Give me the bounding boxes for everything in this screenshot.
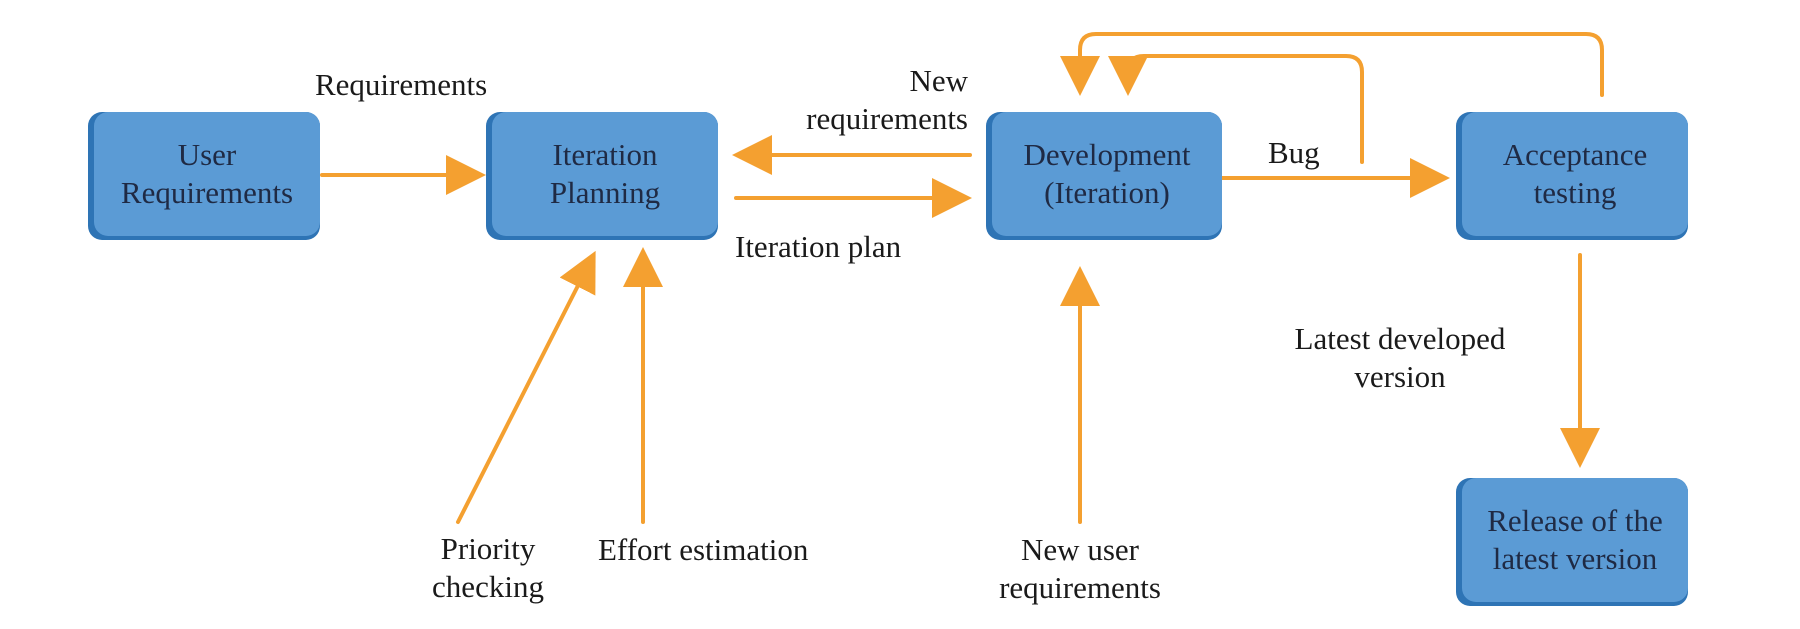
label-iteration-plan: Iteration plan — [735, 229, 902, 264]
node-iteration-planning: Iteration Planning — [492, 112, 718, 236]
node-user-requirements: User Requirements — [94, 112, 320, 236]
arrow-acceptance-loop-outer — [1060, 32, 1604, 97]
label-requirements: Requirements — [315, 67, 488, 102]
node-development: Development (Iteration) — [992, 112, 1222, 236]
label-new-user-requirements: New user requirements — [999, 532, 1161, 605]
node-release-label: Release of the latest version — [1487, 503, 1663, 576]
node-user-requirements-label: User Requirements — [120, 137, 294, 210]
node-development-label: Development (Iteration) — [1023, 137, 1191, 210]
arrow-bug-loop-inner — [1108, 54, 1364, 164]
node-iteration-planning-label: Iteration Planning — [549, 137, 661, 210]
node-acceptance-testing: Acceptance testing — [1462, 112, 1688, 236]
node-release: Release of the latest version — [1462, 478, 1688, 602]
arrow-priority-to-planning — [456, 250, 596, 524]
label-effort-estimation: Effort estimation — [598, 532, 809, 567]
node-acceptance-testing-label: Acceptance testing — [1502, 137, 1648, 210]
label-new-requirements: New requirements — [806, 63, 968, 136]
label-bug: Bug — [1268, 135, 1320, 170]
label-priority-checking: Priority checking — [432, 531, 544, 604]
label-latest-developed-version: Latest developed version — [1294, 321, 1506, 394]
